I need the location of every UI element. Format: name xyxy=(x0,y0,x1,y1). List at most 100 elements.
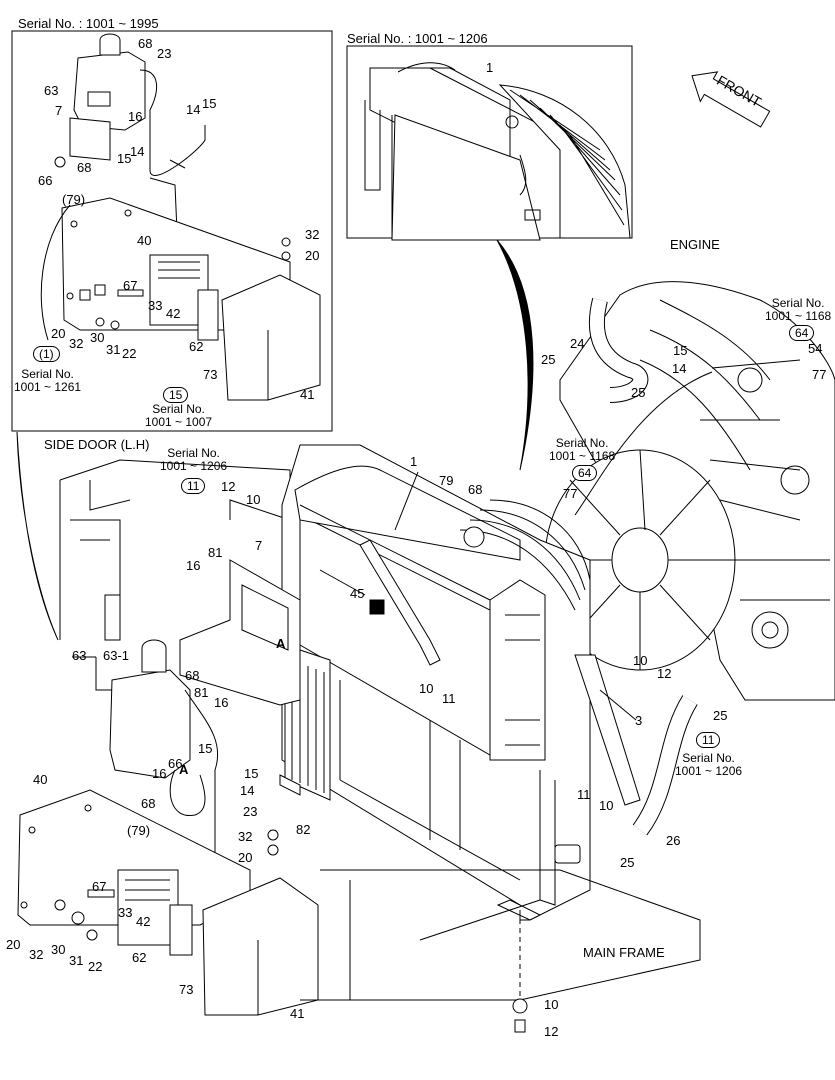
callout: 14 xyxy=(240,783,255,798)
callout: 1 xyxy=(486,60,494,75)
callout: 10 xyxy=(633,653,648,668)
callout: 81 xyxy=(194,685,209,700)
callout: 40 xyxy=(137,233,152,248)
callout: 68 xyxy=(77,160,92,175)
serial-note-2: Serial No. 1001 ~ 1007 xyxy=(145,402,213,429)
callout: 77 xyxy=(812,367,827,382)
callout: 24 xyxy=(570,336,585,351)
callout: 22 xyxy=(122,346,137,361)
callout: 62 xyxy=(189,339,204,354)
callout: 67 xyxy=(123,278,138,293)
callout: 7 xyxy=(55,103,63,118)
main-frame-label: MAIN FRAME xyxy=(583,945,665,960)
callout: 16 xyxy=(128,109,143,124)
front-arrow-icon xyxy=(691,71,771,128)
callout: 42 xyxy=(136,914,151,929)
serial-note-5: Serial No. 1001 ~ 1168 xyxy=(765,296,832,323)
circled-ref-64-center: 64 xyxy=(572,465,598,481)
callout: 41 xyxy=(290,1006,305,1021)
callout: 16 xyxy=(152,766,167,781)
callout: 54 xyxy=(808,341,823,356)
callout-ref-a-lower: A xyxy=(179,762,189,777)
callout: 14 xyxy=(130,144,145,159)
side-door-label: SIDE DOOR (L.H) xyxy=(44,437,150,452)
radiator-drawing xyxy=(17,298,801,1033)
swoosh-left xyxy=(16,431,59,641)
callout-ref-a-upper: A xyxy=(276,636,286,651)
callout: 32 xyxy=(238,829,253,844)
callout: 42 xyxy=(166,306,181,321)
serial-note-1: Serial No. 1001 ~ 1261 xyxy=(14,367,82,394)
callout: 25 xyxy=(631,385,646,400)
callout: 10 xyxy=(599,798,614,813)
serial-note-4: Serial No. 1001 ~ 1168 xyxy=(549,436,616,463)
callout: 1 xyxy=(410,454,418,469)
callout: 73 xyxy=(203,367,218,382)
callout: 63 xyxy=(72,648,87,663)
callout: 73 xyxy=(179,982,194,997)
callout: 68 xyxy=(185,668,200,683)
callout: 14 xyxy=(672,361,687,376)
callout: 68 xyxy=(141,796,156,811)
callout: 11 xyxy=(577,787,591,802)
serial-label-upper-left: Serial No. : 1001 ~ 1995 xyxy=(18,16,159,31)
callout: 22 xyxy=(88,959,103,974)
callout: 40 xyxy=(33,772,48,787)
callout: 67 xyxy=(92,879,107,894)
callout: 26 xyxy=(666,833,681,848)
serial-note-6: Serial No. 1001 ~ 1206 xyxy=(675,751,743,778)
callout: 33 xyxy=(118,905,133,920)
callout: 10 xyxy=(544,997,559,1012)
callout: 12 xyxy=(657,666,672,681)
inset-right-drawing xyxy=(364,62,631,241)
callout: 7 xyxy=(255,538,263,553)
callout: (79) xyxy=(62,192,86,207)
circled-ref-11-lower: 11 xyxy=(696,732,721,748)
callout: 23 xyxy=(243,804,258,819)
callout: 32 xyxy=(305,227,320,242)
callout: 20 xyxy=(6,937,21,952)
callout: 3 xyxy=(635,713,643,728)
callout: 25 xyxy=(713,708,728,723)
callout: 15 xyxy=(202,96,217,111)
callout: 15 xyxy=(117,151,132,166)
callout: 68 xyxy=(138,36,153,51)
inset-frame-left xyxy=(11,30,333,432)
callout: 12 xyxy=(221,479,236,494)
callout: 20 xyxy=(51,326,66,341)
callout: 68 xyxy=(468,482,483,497)
circled-ref-15: 15 xyxy=(163,387,189,403)
circled-ref-11-upper: 11 xyxy=(181,478,206,494)
callout: 66 xyxy=(38,173,53,188)
callout: 16 xyxy=(186,558,201,573)
callout: 30 xyxy=(90,330,105,345)
callout: 15 xyxy=(244,766,259,781)
circled-ref-64-right: 64 xyxy=(789,325,815,341)
callout: 82 xyxy=(296,822,311,837)
circled-ref-1: (1) xyxy=(33,346,60,362)
serial-label-upper-right: Serial No. : 1001 ~ 1206 xyxy=(347,31,488,46)
callout: 20 xyxy=(238,850,253,865)
callout: 16 xyxy=(214,695,229,710)
callout: 12 xyxy=(544,1024,559,1039)
callout: 31 xyxy=(106,342,121,357)
callout: 23 xyxy=(157,46,172,61)
callout: (79) xyxy=(127,823,151,838)
callout: 77 xyxy=(563,486,578,501)
callout: 25 xyxy=(620,855,635,870)
callout: 14 xyxy=(186,102,201,117)
engine-label: ENGINE xyxy=(670,237,720,252)
callout: 62 xyxy=(132,950,147,965)
callout: 11 xyxy=(442,691,456,706)
callout: 63 xyxy=(44,83,59,98)
callout: 63-1 xyxy=(103,648,130,663)
callout: 45 xyxy=(350,586,365,601)
callout: 20 xyxy=(305,248,320,263)
callout: 41 xyxy=(300,387,315,402)
callout: 30 xyxy=(51,942,66,957)
callout: 66 xyxy=(168,756,183,771)
callout: 15 xyxy=(673,343,688,358)
callout: 31 xyxy=(69,953,84,968)
